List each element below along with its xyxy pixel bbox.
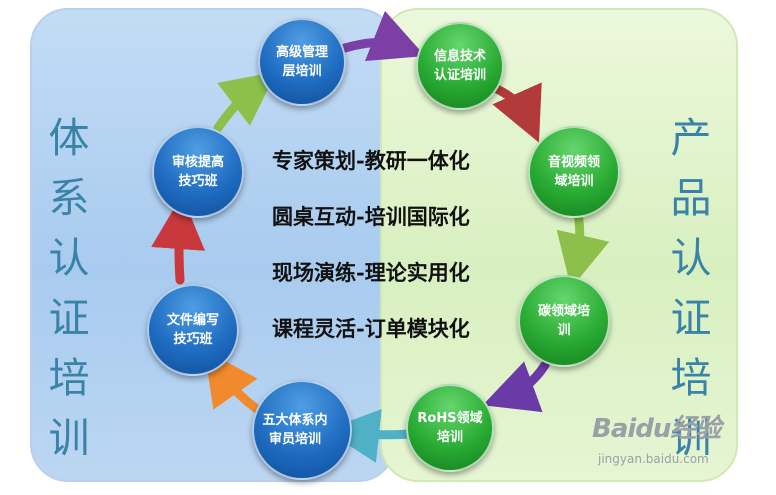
title-char: 认 bbox=[670, 234, 712, 282]
title-char: 系 bbox=[48, 174, 90, 222]
arrow-n1-n2 bbox=[340, 10, 426, 62]
feature-item-roundtable: 圆桌互动-培训国际化 bbox=[272, 204, 470, 229]
arrow-n7-n8 bbox=[151, 195, 206, 285]
node-document-writing-class: 文件编写技巧班 bbox=[147, 284, 239, 376]
node-audit-skills-class: 审核提高技巧班 bbox=[152, 126, 244, 218]
title-char: 培 bbox=[48, 354, 90, 402]
watermark-url: jingyan.baidu.com bbox=[598, 452, 709, 466]
node-senior-management-training: 高级管理层培训 bbox=[258, 18, 346, 106]
title-char: 体 bbox=[48, 114, 90, 162]
title-char: 训 bbox=[670, 414, 712, 462]
title-char: 训 bbox=[48, 414, 90, 462]
watermark-brand: Baidu经验 bbox=[592, 414, 721, 444]
node-five-systems-auditor-training: 五大体系内审员培训 bbox=[252, 380, 352, 480]
feature-item-field-practice: 现场演练-理论实用化 bbox=[272, 260, 470, 285]
system-certification-title: 体 系 认 证 培 训 bbox=[46, 108, 92, 468]
arrow-n6-n7 bbox=[204, 349, 263, 415]
title-char: 产 bbox=[670, 114, 712, 162]
node-it-certification-training: 信息技术认证培训 bbox=[416, 22, 504, 110]
feature-item-expert-planning: 专家策划-教研一体化 bbox=[272, 148, 470, 173]
baidu-watermark: Baidu经验 jingyan.baidu.com bbox=[592, 408, 742, 478]
arrow-n2-n3 bbox=[490, 82, 542, 143]
title-char: 培 bbox=[670, 354, 712, 402]
title-char: 证 bbox=[48, 294, 90, 342]
node-rohs-training: RoHS领域培训 bbox=[406, 384, 494, 472]
title-char: 证 bbox=[670, 294, 712, 342]
product-certification-title: 产 品 认 证 培 训 bbox=[668, 108, 714, 468]
feature-list: 专家策划-教研一体化 圆桌互动-培训国际化 现场演练-理论实用化 课程灵活-订单… bbox=[272, 140, 522, 364]
title-char: 品 bbox=[670, 174, 712, 222]
arrow-n5-n6 bbox=[325, 409, 415, 463]
arrow-n8-n1 bbox=[213, 71, 277, 133]
arrow-n4-n5 bbox=[482, 360, 550, 413]
arrow-n3-n4 bbox=[556, 208, 610, 289]
node-carbon-training: 碳领域培训 bbox=[518, 275, 610, 367]
title-char: 认 bbox=[48, 234, 90, 282]
node-audio-video-training: 音视频领域培训 bbox=[528, 126, 620, 218]
feature-item-flexible-courses: 课程灵活-订单模块化 bbox=[272, 316, 470, 341]
